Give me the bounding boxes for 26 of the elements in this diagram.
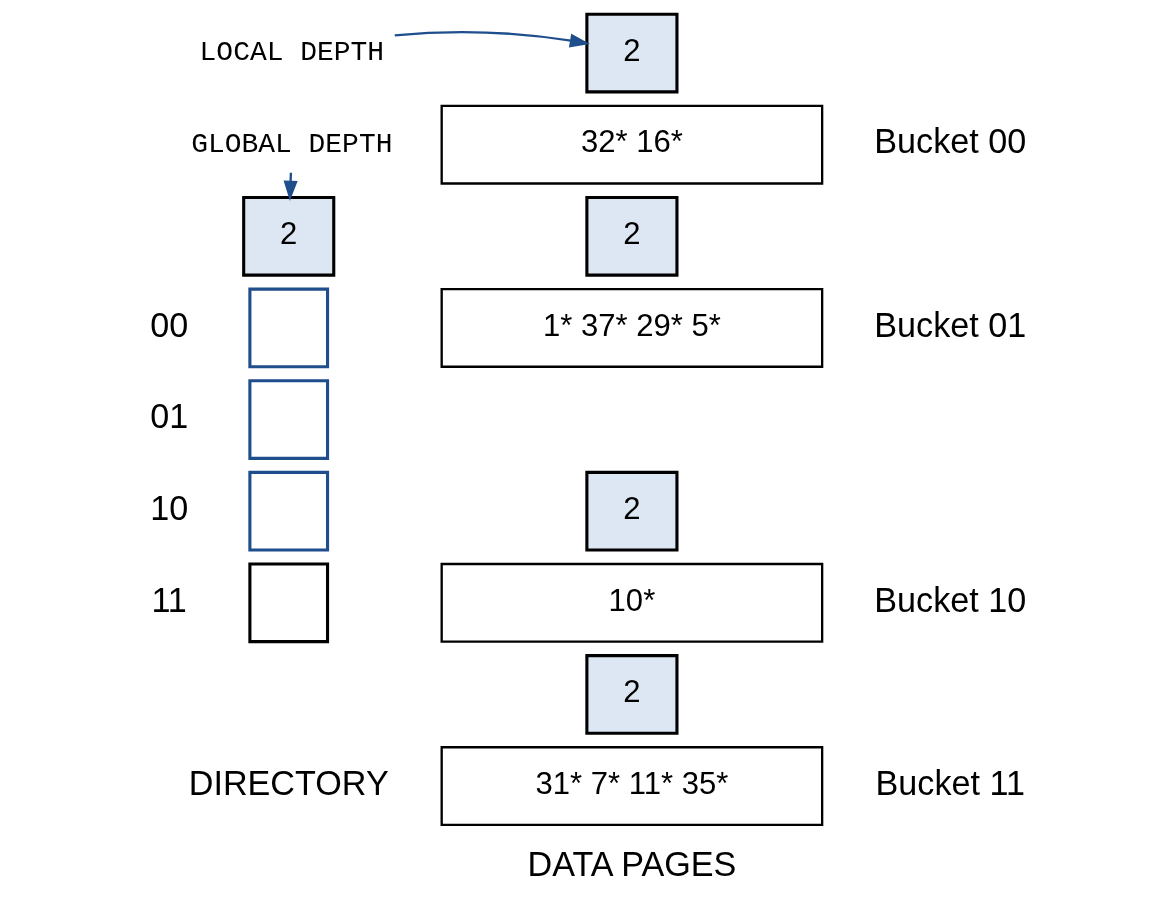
- arrow: [394, 30, 590, 48]
- node-box: 2: [584, 470, 678, 552]
- node-box: [247, 470, 329, 552]
- node-label: Bucket 00: [873, 122, 1026, 161]
- node-text: GLOBAL DEPTH: [190, 128, 392, 160]
- node-label: 10: [149, 488, 188, 527]
- node-box: 1* 37* 29* 5*: [440, 287, 823, 368]
- node-box: [247, 379, 329, 460]
- node-box: 10*: [440, 562, 823, 643]
- label: DATA PAGES: [527, 844, 736, 883]
- node-box: 2: [584, 12, 678, 94]
- node-box: 2: [584, 195, 678, 277]
- node-box: [247, 287, 329, 369]
- node-label: Bucket 01: [873, 305, 1026, 344]
- node-box: 2: [584, 654, 678, 735]
- node-label: 11: [150, 580, 187, 619]
- node-label: Bucket 10: [873, 580, 1026, 619]
- node-label: 01: [149, 397, 188, 436]
- node-box: [247, 562, 329, 644]
- node-label: 00: [149, 305, 188, 344]
- node-box: 2: [241, 195, 335, 277]
- label: DIRECTORY: [188, 763, 389, 802]
- node-box: 31* 7* 11* 35*: [440, 746, 823, 827]
- node-box: 32* 16*: [440, 104, 823, 185]
- node-text: LOCAL DEPTH: [199, 36, 384, 68]
- node-label: Bucket 11: [875, 763, 1025, 802]
